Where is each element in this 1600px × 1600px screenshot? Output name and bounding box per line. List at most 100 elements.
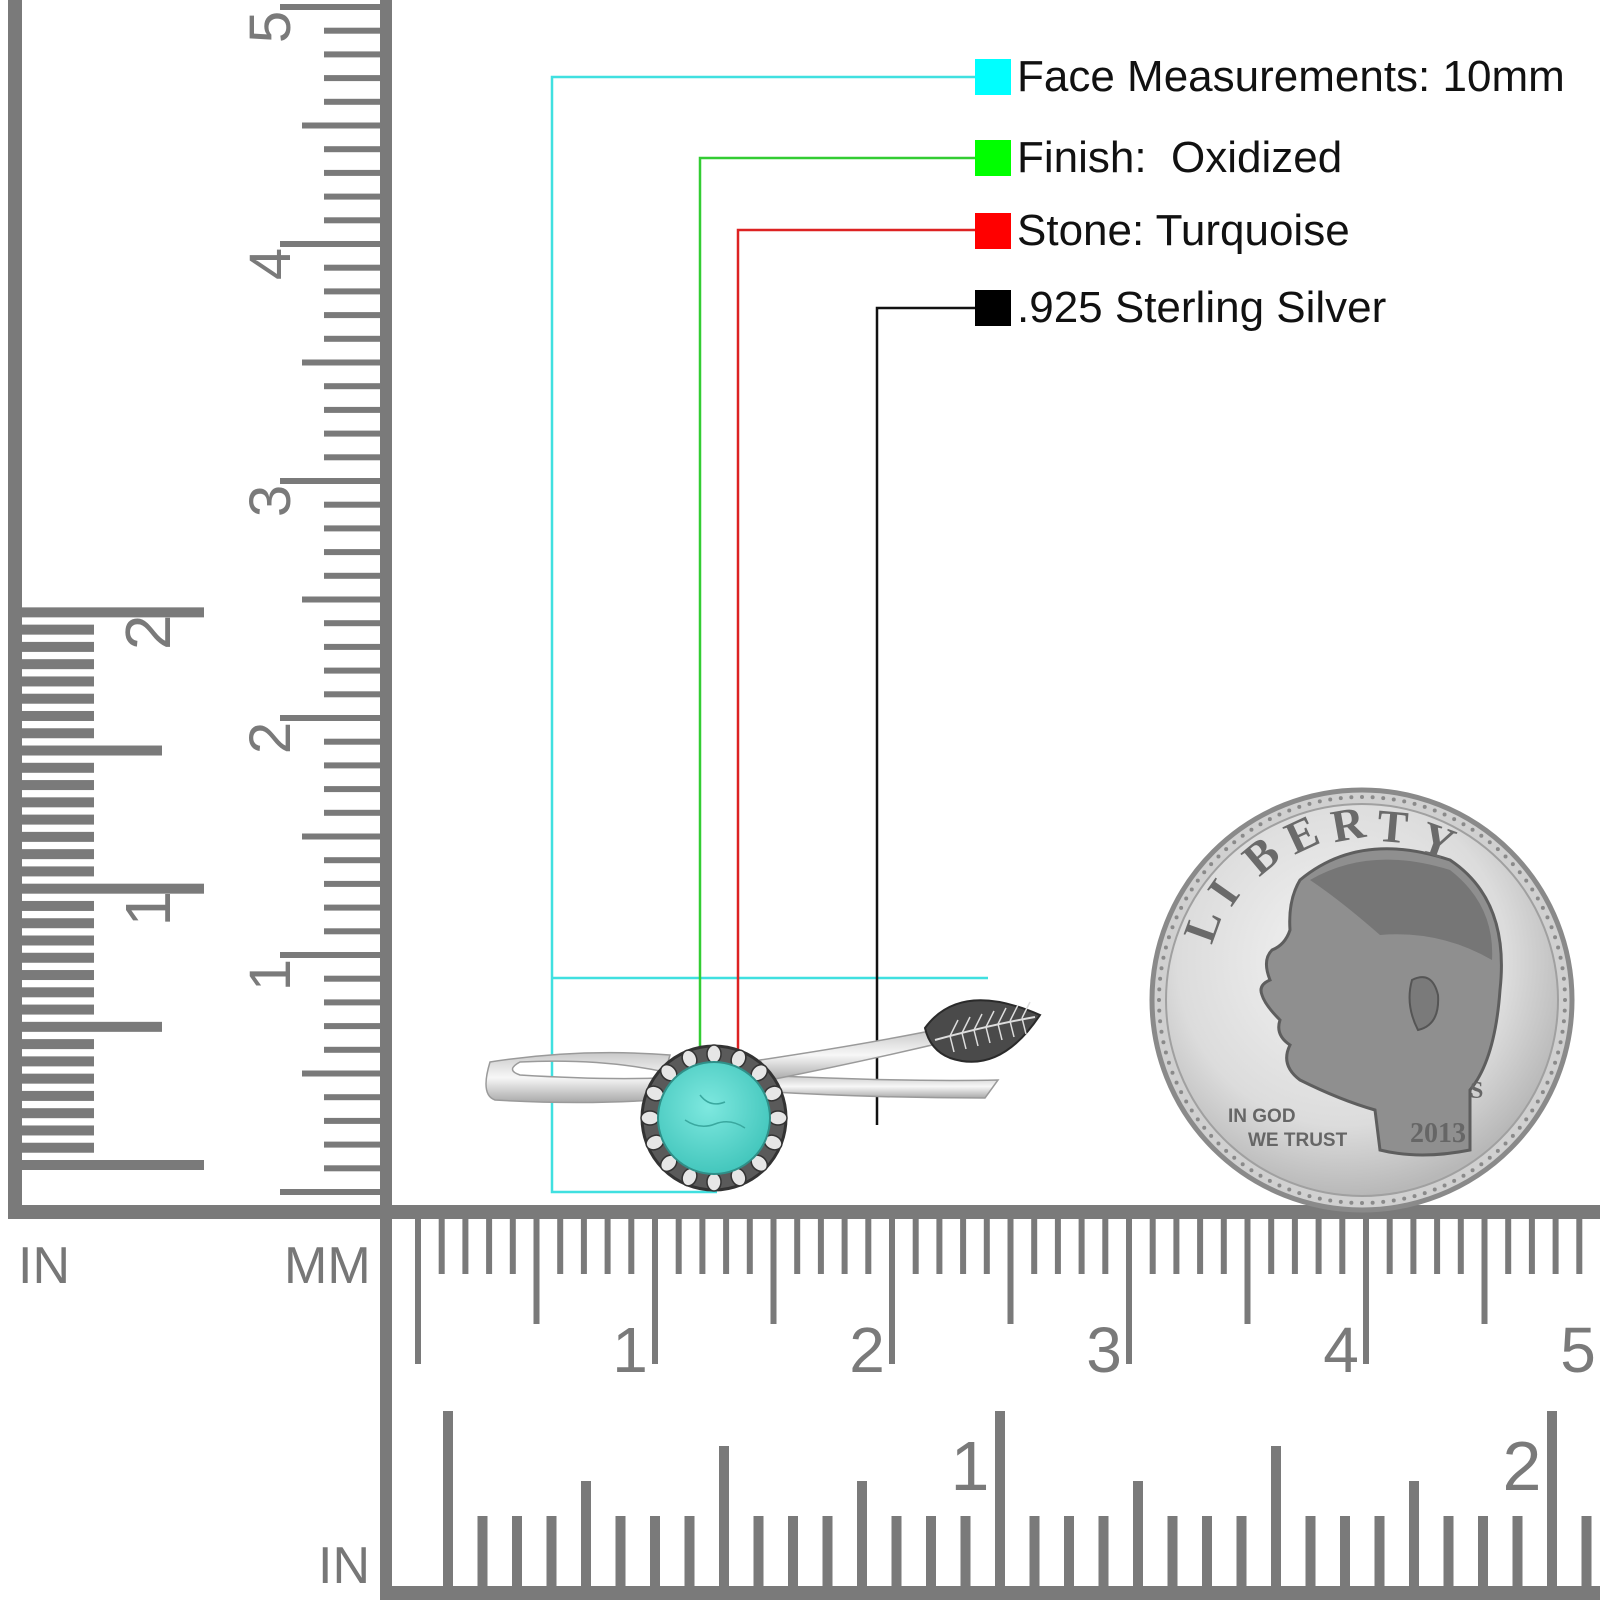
- vertical-inch-tick: [22, 1090, 94, 1101]
- coin-rim-dot: [1402, 1196, 1407, 1201]
- coin-rim-dot: [1232, 840, 1237, 845]
- vertical-mm-tick: [324, 169, 380, 176]
- stone-color-swatch: [975, 213, 1011, 249]
- vertical-inch-tick: [22, 952, 94, 963]
- face-measurements-label: Face Measurements: 10mm: [1017, 52, 1565, 101]
- coin-rim-dot: [1328, 1198, 1333, 1203]
- leaf-rib: [985, 1010, 995, 1044]
- vertical-inch-tick: [22, 659, 94, 670]
- vertical-mm-tick: [324, 572, 380, 579]
- coin-rim-dot: [1495, 847, 1500, 852]
- left-unit-label: IN: [18, 1237, 70, 1295]
- horizontal-mm-tick: [1149, 1219, 1156, 1274]
- vertical-inch-tick: [22, 693, 94, 704]
- vertical-mm-tick: [324, 27, 380, 34]
- vertical-inch-tick: [22, 1160, 204, 1170]
- coin-rim-dot: [1517, 1125, 1522, 1130]
- vertical-inch-tick: [22, 1108, 94, 1119]
- vertical-cm-number: 5: [238, 11, 303, 43]
- horizontal-mm-tick: [628, 1219, 635, 1274]
- vertical-inch-tick: [22, 710, 94, 721]
- coin-rim-dot: [1442, 1183, 1447, 1188]
- ring-leaf-ribs: [949, 1001, 1031, 1053]
- vertical-cm-number: 3: [238, 485, 303, 517]
- coin-rim-dot: [1240, 1162, 1245, 1167]
- vertical-cm-number: 2: [238, 722, 303, 754]
- coin-portrait-hair: [1310, 859, 1493, 960]
- horizontal-mm-tick: [557, 1219, 564, 1274]
- coin-rim-dot: [1349, 795, 1354, 800]
- horizontal-inch-tick: [753, 1516, 764, 1586]
- coin-motto-line2: WE TRUST: [1248, 1130, 1348, 1151]
- ring-bezel-beads: [640, 1044, 788, 1192]
- coin-rim-dot: [1391, 797, 1396, 802]
- vertical-inch-tick: [22, 970, 94, 981]
- coin-rim-dot: [1267, 1178, 1272, 1183]
- vertical-mm-tick: [302, 122, 380, 129]
- coin-rim-dot: [1157, 1008, 1162, 1013]
- coin-rim-dot: [1258, 822, 1263, 827]
- horizontal-inch-number: 2: [1503, 1427, 1542, 1505]
- coin-rim-dot: [1562, 1008, 1567, 1013]
- coin-rim-dot: [1563, 998, 1567, 1002]
- horizontal-inch-tick: [1305, 1516, 1316, 1586]
- horizontal-mm-tick: [604, 1219, 611, 1274]
- coin-rim-dot: [1391, 1198, 1396, 1203]
- coin-portrait-ear: [1408, 976, 1440, 1032]
- horizontal-mm-tick: [794, 1219, 801, 1274]
- horizontal-mm-tick: [1197, 1219, 1204, 1274]
- horizontal-mm-tick: [770, 1219, 777, 1324]
- vertical-inch-tick: [22, 1004, 94, 1015]
- horizontal-mm-tick: [1102, 1219, 1109, 1274]
- vertical-cm-number: 4: [238, 248, 303, 280]
- horizontal-inch-tick: [1512, 1516, 1523, 1586]
- coin-rim-dot: [1240, 833, 1245, 838]
- horizontal-cm-number: 5: [1560, 1314, 1596, 1386]
- vertical-inch-tick: [22, 624, 94, 635]
- coin-rim-dot: [1158, 1019, 1163, 1024]
- coin-rim-dot: [1370, 1200, 1375, 1205]
- coin-rim-dot: [1561, 976, 1566, 981]
- horizontal-inch-tick: [581, 1481, 591, 1586]
- vertical-mm-tick: [324, 51, 380, 58]
- vertical-mm-tick: [324, 620, 380, 627]
- vertical-inch-tick: [22, 814, 94, 825]
- vertical-mm-tick: [324, 217, 380, 224]
- vertical-inch-tick: [22, 1142, 94, 1153]
- vertical-inch-number: 1: [112, 891, 184, 927]
- coin-rim-dot: [1487, 840, 1492, 845]
- vertical-mm-tick: [324, 454, 380, 461]
- vertical-mm-tick: [280, 952, 380, 958]
- horizontal-mm-tick: [960, 1219, 967, 1274]
- coin-rim-dot: [1470, 1168, 1475, 1173]
- coin-rim-dot: [1258, 1173, 1263, 1178]
- coin-rim-dot: [1422, 1191, 1427, 1196]
- coin-rim-dot: [1267, 817, 1272, 822]
- coin-rim-dot: [1161, 955, 1166, 960]
- coin-rim-dot: [1524, 878, 1529, 883]
- vertical-mm-tick: [324, 928, 380, 935]
- coin-liberty-letter: T: [1375, 800, 1410, 853]
- vertical-mm-tick: [324, 975, 380, 982]
- vertical-mm-tick: [324, 1165, 380, 1172]
- horizontal-mm-tick: [580, 1219, 587, 1274]
- horizontal-mm-tick: [1386, 1219, 1393, 1274]
- coin-rim-dot: [1561, 1019, 1566, 1024]
- leaf-rib: [1009, 1004, 1019, 1038]
- coin-rim-dot: [1209, 1133, 1214, 1138]
- vertical-ruler-left-edge: [8, 0, 22, 1215]
- vertical-inch-tick: [22, 676, 94, 687]
- coin-rim-dot: [1216, 854, 1221, 859]
- coin-rim-dot: [1510, 1133, 1515, 1138]
- coin-rim-dot: [1461, 822, 1466, 827]
- coin-rim-dot: [1549, 1070, 1554, 1075]
- coin-year: 2013: [1410, 1118, 1466, 1149]
- vertical-inch-tick: [22, 641, 94, 652]
- vertical-inch-ticks: [22, 607, 204, 1170]
- coin-rim-dot: [1558, 955, 1563, 960]
- coin-rim-dot: [1432, 808, 1437, 813]
- leaf-rib: [949, 1019, 959, 1053]
- vertical-inch-tick: [22, 900, 94, 911]
